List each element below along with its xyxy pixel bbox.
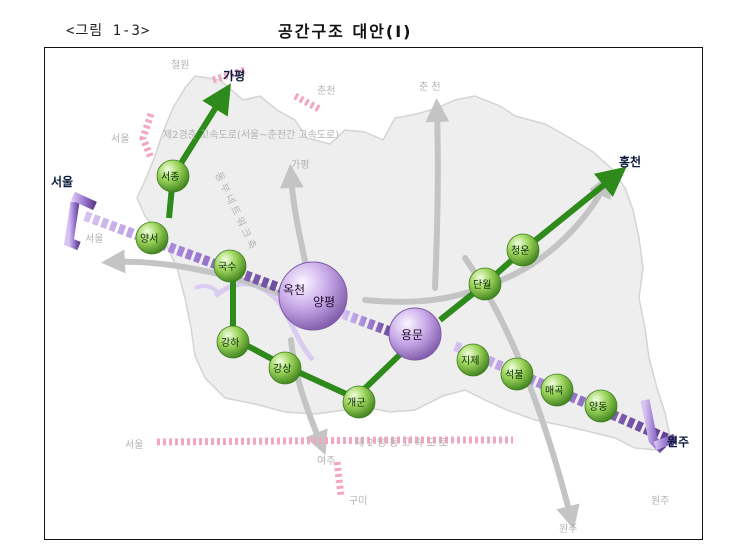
node-label: 청운 <box>511 245 529 257</box>
label-seoul-destination: 서울 <box>51 174 73 189</box>
label-gumi: 구미 <box>349 495 367 507</box>
node-cheongun: 청운 <box>506 233 540 267</box>
center-label-yongmun: 용문 <box>401 328 423 342</box>
node-label: 강하 <box>221 336 239 349</box>
node-seojong: 서종 <box>156 159 190 193</box>
figure-number: <그림 1-3> <box>66 23 151 39</box>
node-label: 국수 <box>218 261 236 273</box>
node-danwol: 단월 <box>468 267 502 301</box>
label-wonju-destination: 원주 <box>667 435 689 449</box>
label-expressway-south: 제 2 영 동 고 속 도 로 <box>355 437 448 449</box>
center-yangpyeong: 옥천 양평 <box>278 261 348 331</box>
node-label: 개군 <box>347 397 365 409</box>
label-cheorwon: 철원 <box>171 59 189 71</box>
label-hongcheon-destination: 홍천 <box>619 154 641 169</box>
spatial-structure-map: 옥천 양평 용문 서종 양서 국수 강하 강상 개군 단월 청운 지제 <box>51 59 689 535</box>
node-label: 양서 <box>140 233 158 245</box>
center-yongmun: 용문 <box>388 307 442 361</box>
node-yangdong: 양동 <box>584 389 618 423</box>
label-seoul-upper: 서울 <box>111 133 129 145</box>
node-label: 양동 <box>589 401 607 413</box>
label-chuncheon-nw: 춘천 <box>317 85 335 97</box>
river-branch <box>194 284 221 296</box>
node-yangseo: 양서 <box>135 221 169 255</box>
node-label: 서종 <box>161 171 179 183</box>
node-label: 강상 <box>273 363 291 375</box>
node-gangsang: 강상 <box>268 351 302 385</box>
node-gangha: 강하 <box>216 325 250 359</box>
node-jije: 지제 <box>456 343 490 377</box>
figure-title: 공간구조 대안(Ⅰ) <box>278 22 413 41</box>
label-expressway-north: 제2경춘 고속도로(서울~춘천간 고속도로) <box>163 128 339 141</box>
node-label: 매곡 <box>545 385 563 397</box>
label-gapyeong-destination: 가평 <box>223 68 245 83</box>
label-seoul-mid: 서울 <box>85 233 103 245</box>
label-yeoju: 여주 <box>317 455 335 467</box>
node-guksu: 국수 <box>213 249 247 283</box>
purple-axis <box>64 191 677 454</box>
node-label: 지제 <box>461 355 479 367</box>
label-wonju-bottom: 원주 <box>559 523 577 535</box>
label-seoul-lower: 서울 <box>125 439 143 451</box>
center-label-yangpyeong: 양평 <box>313 295 335 309</box>
pink-arrows <box>139 66 513 497</box>
map-frame: 옥천 양평 용문 서종 양서 국수 강하 강상 개군 단월 청운 지제 <box>44 47 703 540</box>
node-gaegun: 개군 <box>342 385 376 419</box>
node-maegok: 매곡 <box>540 373 574 407</box>
node-label: 석불 <box>505 369 523 381</box>
node-seokbul: 석불 <box>500 357 534 391</box>
label-gapyeong-faint: 가평 <box>291 159 309 171</box>
label-wonju-right: 원주 <box>651 495 669 507</box>
center-label-okcheon: 옥천 <box>283 282 305 297</box>
label-chuncheon-n: 춘 천 <box>419 81 441 93</box>
node-label: 단월 <box>473 279 491 291</box>
